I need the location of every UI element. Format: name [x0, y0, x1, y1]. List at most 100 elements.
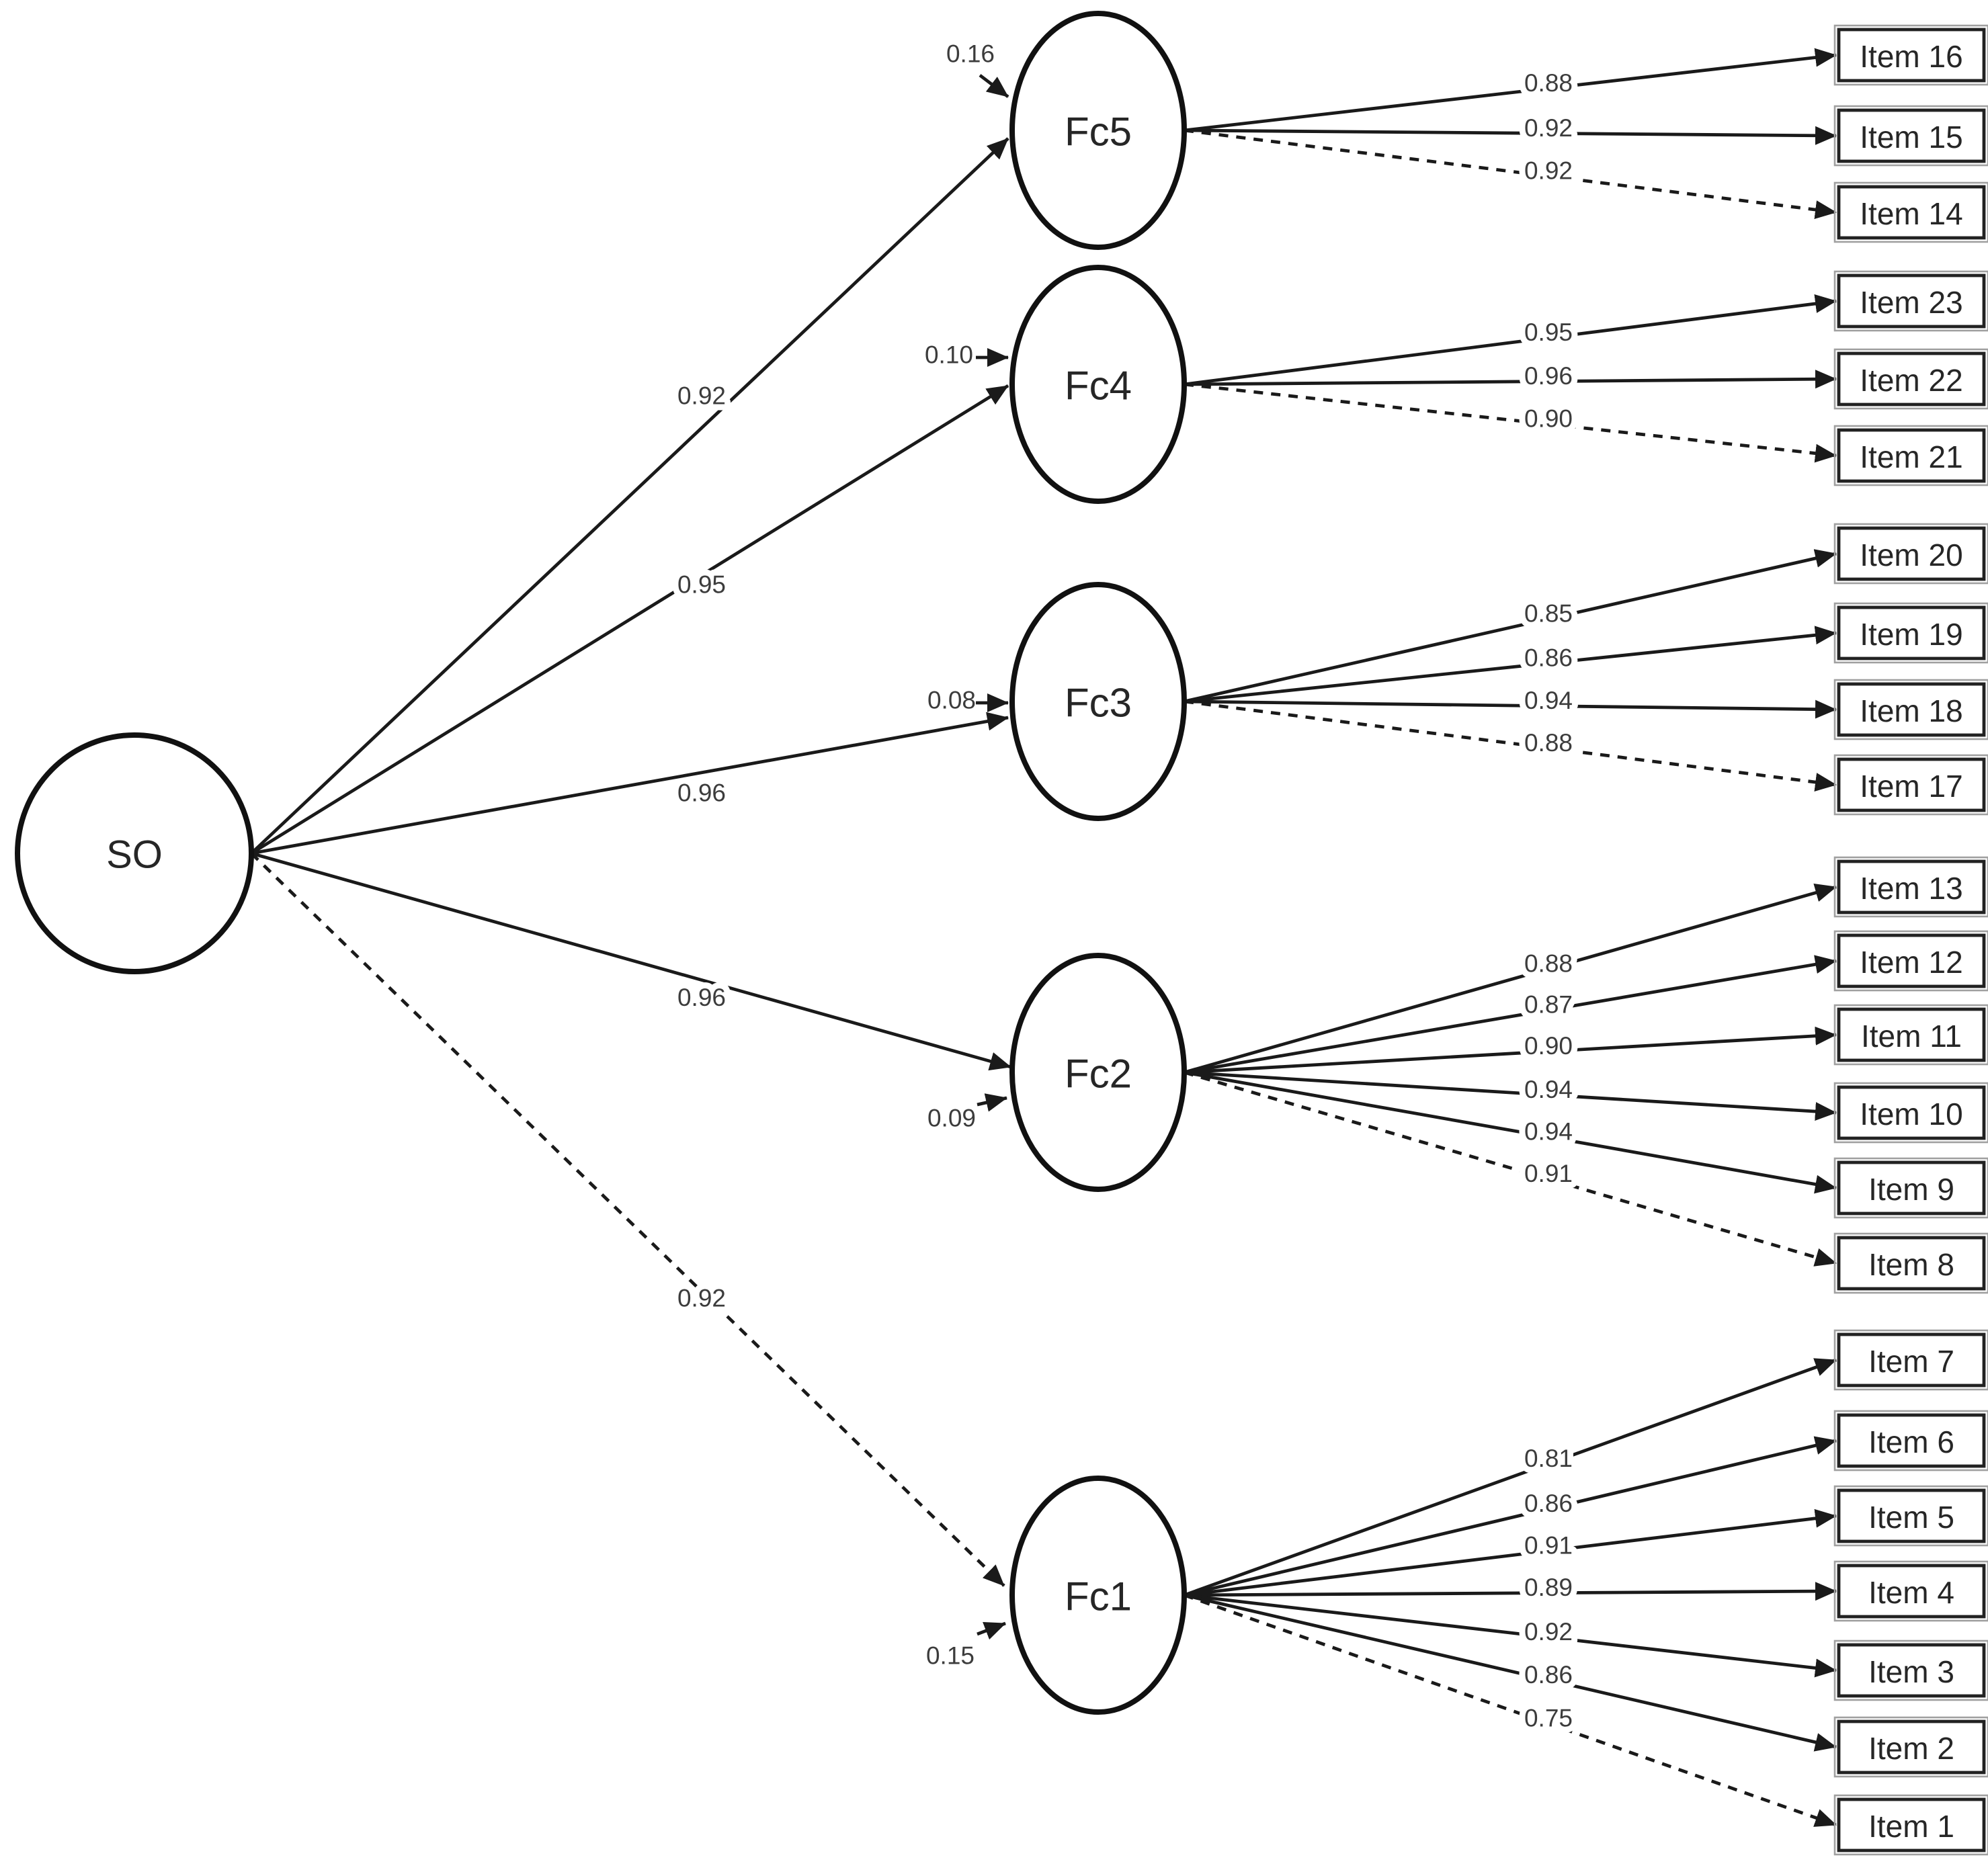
- latent-node-label-Fc1: Fc1: [1065, 1574, 1132, 1619]
- structural-coefficient-label-Fc1: 0.92: [677, 1285, 726, 1312]
- item-box-outline-Item-11: [1833, 1004, 1988, 1066]
- latent-node-label-Fc5: Fc5: [1065, 110, 1132, 155]
- loading-label-Item-11: 0.90: [1524, 1032, 1573, 1060]
- loading-path-Item-4: [1184, 1582, 1837, 1601]
- item-box-label-Item-6: Item 6: [1868, 1424, 1954, 1459]
- item-box-label-Item-23: Item 23: [1860, 285, 1962, 320]
- loading-label-Item-19: 0.86: [1524, 644, 1573, 672]
- item-box-outline-Item-19: [1833, 602, 1988, 664]
- loading-path-Item-1: [1184, 1593, 1837, 1827]
- loading-path-Item-9: [1184, 1070, 1837, 1194]
- item-box-Item-18: [1837, 682, 1986, 737]
- loading-path-Item-17: [1184, 699, 1837, 792]
- loading-label-Item-12: 0.87: [1524, 991, 1573, 1019]
- loading-path-Item-22: [1184, 370, 1837, 389]
- loading-label-Item-22: 0.96: [1524, 362, 1573, 390]
- structural-path-Fc2: [251, 851, 1011, 1071]
- item-box-Item-8: [1837, 1236, 1986, 1291]
- item-box-Item-2: [1837, 1719, 1986, 1775]
- item-box-Item-17: [1837, 757, 1986, 812]
- item-box-outline-Item-18: [1833, 679, 1988, 740]
- item-box-outline-Item-4: [1833, 1560, 1988, 1622]
- item-box-outline-Item-10: [1833, 1082, 1988, 1144]
- latent-node-label-Fc3: Fc3: [1065, 681, 1132, 726]
- loading-label-Item-4: 0.89: [1524, 1574, 1573, 1601]
- item-box-Item-15: [1837, 108, 1986, 163]
- latent-node-Fc3: [1009, 582, 1187, 821]
- loading-label-Item-16: 0.88: [1524, 69, 1573, 97]
- item-box-Item-22: [1837, 351, 1986, 407]
- item-box-Item-4: [1837, 1564, 1986, 1619]
- item-box-label-Item-15: Item 15: [1860, 120, 1962, 155]
- item-box-label-Item-4: Item 4: [1868, 1575, 1954, 1610]
- item-box-outline-Item-3: [1833, 1639, 1988, 1701]
- loading-path-Item-18: [1184, 699, 1837, 719]
- residual-arrow-Fc2: [977, 1093, 1007, 1112]
- item-box-Item-11: [1837, 1007, 1986, 1062]
- loading-path-Item-20: [1184, 549, 1837, 704]
- loading-path-Item-6: [1184, 1436, 1837, 1597]
- item-box-label-Item-2: Item 2: [1868, 1731, 1954, 1766]
- loading-label-Item-17: 0.88: [1524, 729, 1573, 757]
- loading-path-Item-14: [1184, 128, 1837, 220]
- item-box-Item-9: [1837, 1160, 1986, 1216]
- structural-path-Fc5: [250, 137, 1009, 855]
- loading-path-Item-5: [1184, 1508, 1837, 1597]
- residual-label-Fc3: 0.08: [927, 687, 976, 714]
- item-box-label-Item-12: Item 12: [1860, 945, 1962, 980]
- loading-label-Item-20: 0.85: [1524, 600, 1573, 628]
- item-box-Item-1: [1837, 1797, 1986, 1852]
- loading-label-Item-9: 0.94: [1524, 1118, 1573, 1146]
- structural-coefficient-label-Fc3: 0.96: [677, 779, 726, 806]
- loading-path-Item-10: [1184, 1070, 1837, 1121]
- item-box-label-Item-11: Item 11: [1861, 1019, 1962, 1054]
- item-box-outline-Item-16: [1833, 24, 1988, 86]
- residual-arrow-Fc5: [979, 74, 1009, 98]
- structural-path-Fc4: [250, 384, 1009, 855]
- loading-path-Item-12: [1184, 955, 1837, 1074]
- loading-label-Item-18: 0.94: [1524, 687, 1573, 714]
- item-box-outline-Item-23: [1833, 270, 1988, 332]
- loading-path-Item-15: [1184, 126, 1837, 145]
- item-box-Item-7: [1837, 1332, 1986, 1388]
- item-box-Item-20: [1837, 526, 1986, 581]
- item-box-label-Item-3: Item 3: [1868, 1654, 1954, 1689]
- loading-path-Item-7: [1184, 1358, 1837, 1597]
- loading-path-Item-23: [1184, 294, 1837, 386]
- item-box-outline-Item-9: [1833, 1157, 1988, 1219]
- loading-path-Item-2: [1184, 1593, 1837, 1752]
- loading-label-Item-1: 0.75: [1524, 1705, 1573, 1732]
- residual-label-Fc2: 0.09: [927, 1105, 976, 1132]
- item-box-label-Item-13: Item 13: [1860, 871, 1962, 906]
- loading-path-Item-11: [1184, 1026, 1837, 1074]
- loading-label-Item-5: 0.91: [1524, 1532, 1573, 1560]
- loading-path-Item-3: [1184, 1593, 1837, 1678]
- loading-label-Item-23: 0.95: [1524, 318, 1573, 346]
- loading-path-Item-16: [1184, 48, 1837, 132]
- latent-node-Fc1: [1009, 1476, 1187, 1715]
- loading-label-Item-7: 0.81: [1524, 1445, 1573, 1472]
- loading-label-Item-8: 0.91: [1524, 1160, 1573, 1187]
- item-box-label-Item-16: Item 16: [1860, 39, 1962, 74]
- latent-node-label-Fc4: Fc4: [1065, 364, 1132, 409]
- structural-path-Fc1: [250, 852, 1005, 1587]
- item-box-label-Item-21: Item 21: [1860, 439, 1962, 474]
- loading-path-Item-8: [1184, 1070, 1837, 1267]
- residual-arrow-Fc1: [977, 1621, 1006, 1640]
- item-box-Item-21: [1837, 428, 1986, 483]
- loading-label-Item-10: 0.94: [1524, 1076, 1573, 1103]
- item-box-outline-Item-21: [1833, 425, 1988, 486]
- item-box-label-Item-14: Item 14: [1860, 196, 1962, 231]
- item-box-outline-Item-6: [1833, 1410, 1988, 1472]
- loading-label-Item-21: 0.90: [1524, 405, 1573, 433]
- item-box-outline-Item-22: [1833, 348, 1988, 410]
- item-box-outline-Item-14: [1833, 181, 1988, 243]
- item-box-Item-6: [1837, 1413, 1986, 1468]
- item-box-Item-14: [1837, 185, 1986, 240]
- loading-label-Item-13: 0.88: [1524, 949, 1573, 977]
- item-box-outline-Item-1: [1833, 1794, 1988, 1856]
- loading-path-Item-19: [1184, 626, 1837, 704]
- item-box-Item-19: [1837, 605, 1986, 660]
- second-order-node-SO: [15, 732, 254, 974]
